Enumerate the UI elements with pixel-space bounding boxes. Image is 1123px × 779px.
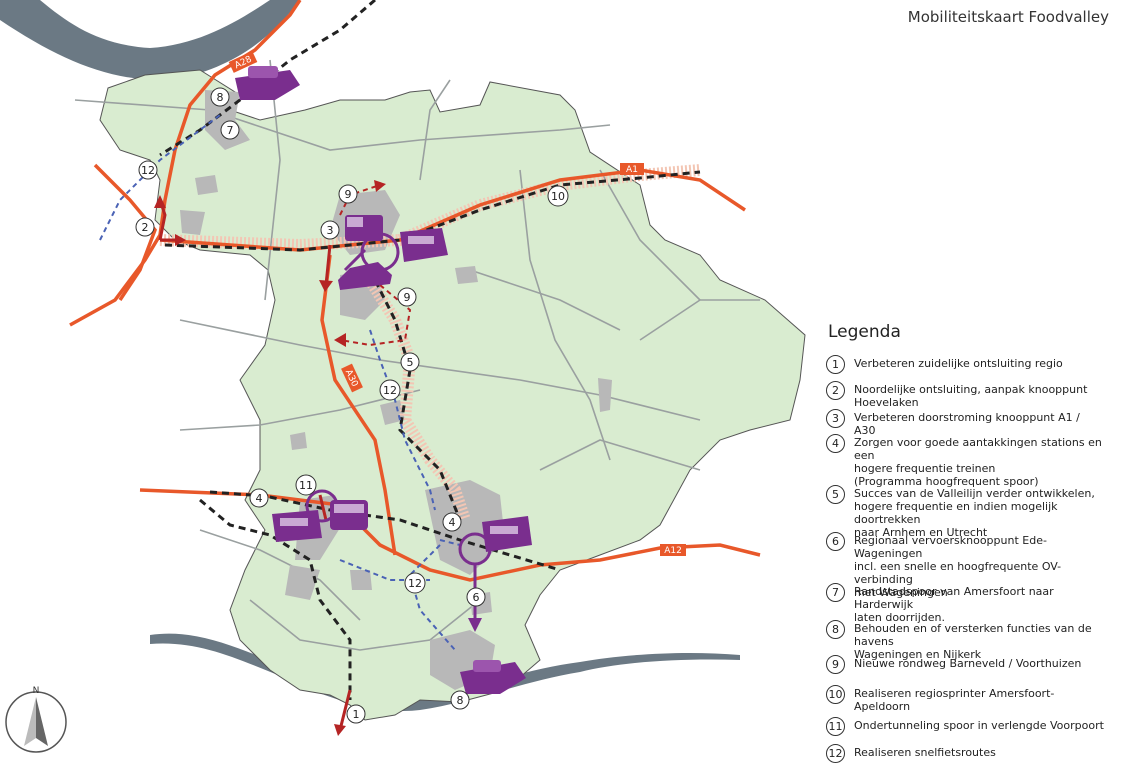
legend-item: 10 Realiseren regiosprinter Amersfoort-Ap… — [826, 685, 1104, 713]
legend-item: 7 Randstadspoor van Amersfoort naar Harde… — [826, 583, 1104, 624]
map-marker-9: 9 — [397, 287, 417, 307]
road-shield-a12: A12 — [660, 544, 686, 556]
ship-icon — [235, 66, 300, 100]
map-marker-12: 12 — [404, 572, 426, 594]
svg-text:12: 12 — [408, 577, 422, 590]
legend-text: Nieuwe rondweg Barneveld / Voorthuizen — [854, 657, 1082, 670]
svg-text:A1: A1 — [626, 165, 638, 175]
map-marker-9: 9 — [338, 184, 358, 204]
legend-number: 8 — [826, 620, 845, 639]
legend-text: Succes van de Valleilijn verder ontwikke… — [854, 487, 1095, 539]
compass: N — [5, 686, 67, 753]
car-icon — [338, 262, 392, 290]
legend-text: Zorgen voor goede aantakkingen stations … — [854, 436, 1102, 488]
svg-text:7: 7 — [227, 124, 234, 137]
river-north — [0, 0, 300, 81]
legend: Legenda 1 Verbeteren zuidelijke ontsluiti… — [826, 322, 1116, 763]
svg-text:12: 12 — [141, 164, 155, 177]
road-shield-a1: A1 — [620, 163, 644, 175]
legend-item: 11 Ondertunneling spoor in verlengde Voor… — [826, 717, 1104, 736]
bike-routes — [99, 114, 461, 651]
legend-number: 2 — [826, 381, 845, 400]
legend-number: 4 — [826, 434, 845, 453]
map-marker-7: 7 — [220, 120, 240, 140]
map-marker-6: 6 — [466, 587, 486, 607]
svg-text:A12: A12 — [664, 546, 682, 556]
map-markers: 8 7 12 2 9 3 10 9 5 12 4 11 4 12 6 8 1 — [135, 87, 569, 724]
legend-number: 6 — [826, 532, 845, 551]
legend-number: 11 — [826, 717, 845, 736]
map-marker-12: 12 — [138, 160, 158, 180]
svg-text:8: 8 — [457, 694, 464, 707]
svg-text:9: 9 — [345, 188, 352, 201]
svg-text:6: 6 — [473, 591, 480, 604]
map-marker-3: 3 — [320, 220, 340, 240]
map-marker-5: 5 — [400, 352, 420, 372]
train-icon — [482, 516, 532, 552]
svg-text:4: 4 — [449, 516, 456, 529]
legend-heading: Legenda — [828, 322, 901, 342]
map-marker-4: 4 — [249, 488, 269, 508]
legend-text: Ondertunneling spoor in verlengde Voorpo… — [854, 719, 1104, 732]
train-icon — [272, 510, 322, 542]
arrowheads — [154, 180, 386, 736]
legend-item: 12 Realiseren snelfietsroutes — [826, 744, 1104, 763]
map-marker-1: 1 — [346, 704, 366, 724]
legend-text: Realiseren regiosprinter Amersfoort-Apel… — [854, 687, 1055, 713]
svg-text:10: 10 — [551, 190, 565, 203]
legend-text: Verbeteren zuidelijke ontsluiting regio — [854, 357, 1063, 370]
legend-text: Behouden en of versterken functies van d… — [854, 622, 1092, 661]
ship-icon — [460, 660, 526, 694]
truck-icon — [345, 215, 383, 241]
svg-text:11: 11 — [299, 479, 313, 492]
svg-text:3: 3 — [327, 224, 334, 237]
svg-text:8: 8 — [217, 91, 224, 104]
svg-text:12: 12 — [383, 384, 397, 397]
vehicle-icons — [235, 66, 532, 694]
legend-item: 9 Nieuwe rondweg Barneveld / Voorthuizen — [826, 655, 1104, 674]
legend-number: 1 — [826, 355, 845, 374]
compass-north-label: N — [33, 686, 40, 696]
legend-item: 8 Behouden en of versterken functies van … — [826, 620, 1104, 661]
bus-icon — [330, 500, 368, 530]
map-marker-11: 11 — [295, 474, 317, 496]
map-marker-8: 8 — [210, 87, 230, 107]
svg-text:2: 2 — [142, 221, 149, 234]
legend-number: 5 — [826, 485, 845, 504]
map-marker-12: 12 — [379, 379, 401, 401]
legend-number: 12 — [826, 744, 845, 763]
legend-number: 3 — [826, 409, 845, 428]
legend-item: 3 Verbeteren doorstroming knooppunt A1 / … — [826, 409, 1104, 437]
legend-item: 2 Noordelijke ontsluiting, aanpak knooppu… — [826, 381, 1104, 409]
legend-item: 6 Regionaal vervoersknooppunt Ede-Wagenin… — [826, 532, 1104, 599]
road-labels: A28 A1 A30 A12 — [228, 51, 686, 556]
ov-arrowhead — [468, 618, 482, 632]
legend-item: 1 Verbeteren zuidelijke ontsluiting regio — [826, 355, 1104, 374]
legend-number: 10 — [826, 685, 845, 704]
legend-number: 7 — [826, 583, 845, 602]
legend-text: Randstadspoor van Amersfoort naar Harder… — [854, 585, 1054, 624]
legend-text: Verbeteren doorstroming knooppunt A1 / A… — [854, 411, 1080, 437]
red-arrows — [158, 199, 352, 731]
legend-number: 9 — [826, 655, 845, 674]
svg-text:1: 1 — [353, 708, 360, 721]
map-marker-2: 2 — [135, 217, 155, 237]
svg-text:5: 5 — [407, 356, 414, 369]
train-icon — [400, 228, 448, 262]
map-marker-4: 4 — [442, 512, 462, 532]
legend-text: Realiseren snelfietsroutes — [854, 746, 996, 759]
legend-text: Noordelijke ontsluiting, aanpak knooppun… — [854, 383, 1088, 409]
map-title: Mobiliteitskaart Foodvalley — [907, 8, 1109, 26]
legend-text: Regionaal vervoersknooppunt Ede-Wagening… — [854, 534, 1062, 599]
svg-text:9: 9 — [404, 291, 411, 304]
hatched-corridors — [159, 164, 701, 522]
map-marker-8: 8 — [450, 690, 470, 710]
legend-item: 5 Succes van de Valleilijn verder ontwikk… — [826, 485, 1104, 539]
map-marker-10: 10 — [547, 185, 569, 207]
legend-item: 4 Zorgen voor goede aantakkingen stations… — [826, 434, 1104, 488]
svg-text:4: 4 — [256, 492, 263, 505]
